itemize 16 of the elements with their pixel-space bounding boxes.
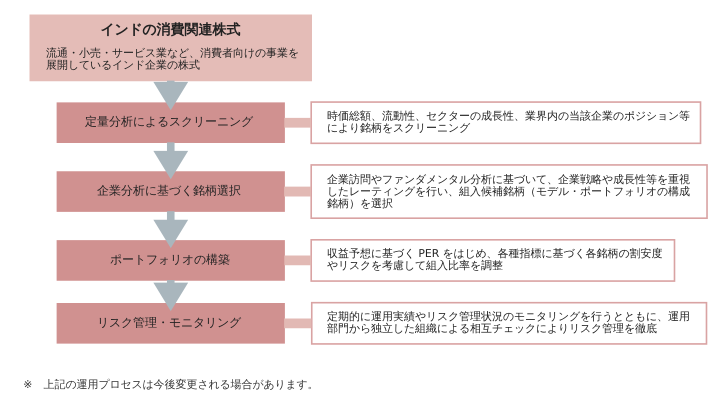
node-box: 企業分析に基づく銘柄選択 bbox=[56, 171, 285, 212]
arrow bbox=[153, 142, 188, 180]
label: ※ 上記の運用プロセスは今後変更される場合があります。 bbox=[23, 378, 318, 391]
node-box: リスク管理・モニタリング bbox=[56, 303, 285, 344]
connector bbox=[284, 318, 312, 328]
arrow bbox=[153, 211, 188, 248]
node-box: 定期的に運用実績やリスク管理状況のモニタリングを行うとともに、運用部門から独立した組織による相互チェックによりリスク管理を徹底 bbox=[310, 302, 708, 345]
node-box: インドの消費関連株式 流通・小売・サービス業など、消費者向けの事業を展開しているインド企業の株式 bbox=[30, 14, 312, 82]
connector bbox=[284, 118, 312, 128]
connector bbox=[284, 256, 312, 266]
node-box: 収益予想に基づく PER をはじめ、各種指標に基づく各銘柄の割安度やリスクを考慮して組入比率を調整 bbox=[310, 239, 676, 282]
node-box: ポートフォリオの構築 bbox=[56, 240, 285, 281]
node-box: 定量分析によるスクリーニング bbox=[56, 102, 285, 144]
node-box: 時価総額、流動性、セクターの成長性、業界内の当該企業のポジション等により銘柄をスクリーニング bbox=[310, 101, 702, 144]
connector bbox=[284, 186, 311, 196]
node-box: 企業訪問やファンダメンタル分析に基づいて、企業戦略や成長性等を重視したレーティングを行い、組入候補銘柄（モデル・ポートフォリオの構成銘柄）を選択 bbox=[310, 164, 708, 219]
